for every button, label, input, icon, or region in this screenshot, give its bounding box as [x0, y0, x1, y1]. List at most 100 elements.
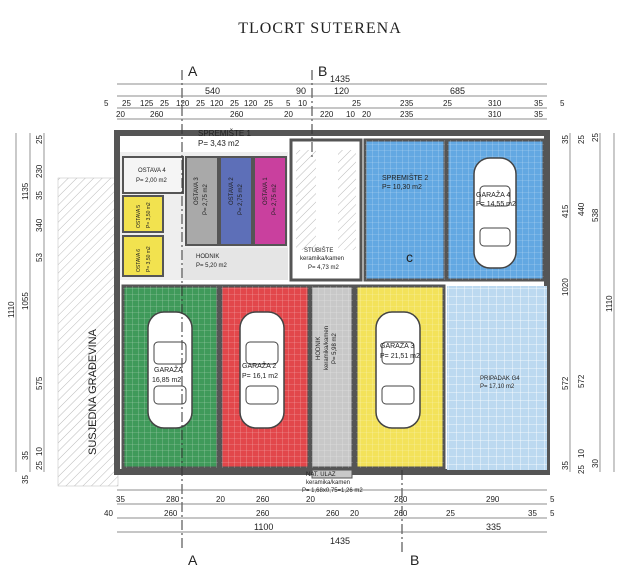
- hodnik-1: [183, 248, 288, 280]
- svg-text:10: 10: [298, 99, 307, 108]
- spremiste-2-area: P= 10,30 m2: [382, 184, 422, 191]
- spremiste-1-name: SPREMIŠTE 1: [198, 129, 251, 138]
- garaza-3-name: GARAŽA 3: [380, 341, 414, 350]
- hodnik-1-area: P= 5,20 m2: [196, 263, 228, 269]
- dim-right-outer: 25 440 572 10 25: [577, 135, 586, 474]
- svg-text:280: 280: [394, 495, 408, 504]
- dim-top-90: 90: [296, 86, 306, 96]
- svg-text:120: 120: [210, 99, 224, 108]
- svg-text:260: 260: [256, 495, 270, 504]
- pripadak-name: PRIPADAK G4: [480, 376, 520, 382]
- dim-top-685: 685: [450, 86, 465, 96]
- car-icon-garaza-1: [147, 311, 193, 429]
- spremiste-1-area: P= 3,43 m2: [198, 139, 240, 148]
- svg-text:25: 25: [577, 465, 586, 474]
- svg-text:575: 575: [35, 376, 44, 390]
- marker-c: c: [406, 249, 413, 265]
- garaza-2-area: P= 16,1 m2: [242, 373, 278, 380]
- hodnik-2-name: HODNIK: [316, 337, 322, 360]
- svg-text:20: 20: [116, 110, 125, 119]
- ostava-2-area: P= 2,75 m2: [238, 183, 244, 215]
- dim-top-overall: 1435: [330, 74, 350, 84]
- neighbor-label: SUSJEDNA GRAĐEVINA: [87, 328, 99, 455]
- section-mark-a-top: A: [188, 63, 198, 79]
- svg-text:120: 120: [244, 99, 258, 108]
- ostava-3: [185, 156, 219, 246]
- svg-text:572: 572: [561, 376, 570, 390]
- svg-text:230: 230: [35, 164, 44, 178]
- dim-left-mid-1135: 1135: [21, 182, 30, 200]
- svg-text:25: 25: [577, 135, 586, 144]
- svg-text:20: 20: [306, 495, 315, 504]
- svg-text:10: 10: [577, 449, 586, 458]
- stair-run: [296, 150, 316, 250]
- svg-text:440: 440: [577, 202, 586, 216]
- stubiste-finish: keramika/kamen: [300, 256, 344, 262]
- car-icon-garaza-3: [375, 311, 421, 429]
- svg-text:220: 220: [320, 110, 334, 119]
- ostava-3-name: OSTAVA 3: [194, 177, 200, 205]
- dim-top-row3: 20 260 260 20 220 10 20 235 310 35: [116, 110, 543, 119]
- svg-text:260: 260: [230, 110, 244, 119]
- svg-text:25: 25: [160, 99, 169, 108]
- ostava-4-area: P= 2,00 m2: [136, 178, 168, 184]
- dim-right-small-25: 25: [591, 133, 600, 142]
- svg-text:415: 415: [561, 204, 570, 218]
- garaza-1-name: GARAŽA: [154, 365, 183, 374]
- ostava-2-name: OSTAVA 2: [229, 177, 235, 205]
- car-icon-garaza-2: [239, 311, 285, 429]
- svg-text:35: 35: [534, 99, 543, 108]
- dimension-lines: [15, 83, 615, 533]
- garaza-2-name: GARAŽA 2: [242, 361, 276, 370]
- svg-text:260: 260: [150, 110, 164, 119]
- svg-text:125: 125: [140, 99, 154, 108]
- dim-left-outer: 1110: [7, 301, 16, 318]
- svg-text:260: 260: [394, 509, 408, 518]
- hodnik-2-grid: [311, 286, 353, 468]
- svg-text:40: 40: [104, 509, 113, 518]
- dim-bottom-1100: 1100: [254, 522, 273, 532]
- svg-text:35: 35: [21, 451, 30, 460]
- hodnik-2-finish: keramika/kamen: [324, 326, 330, 370]
- ulaz-finish: keramika/kamen: [306, 480, 350, 486]
- dim-right-inner: 35 415 1020 572 35: [561, 135, 570, 470]
- stubiste-area: P= 4,73 m2: [308, 265, 340, 271]
- section-mark-a-bottom: A: [188, 552, 198, 568]
- svg-text:1020: 1020: [561, 278, 570, 296]
- dim-bottom-overall: 1435: [330, 536, 350, 546]
- svg-text:25: 25: [443, 99, 452, 108]
- svg-text:35: 35: [534, 110, 543, 119]
- svg-text:260: 260: [326, 509, 340, 518]
- ulaz-name: NAT. ULAZ: [306, 472, 336, 478]
- svg-text:20: 20: [216, 495, 225, 504]
- dim-top-120: 120: [334, 86, 349, 96]
- dim-left-mid-1055: 1055: [21, 292, 30, 310]
- dim-right-small-30: 30: [591, 459, 600, 468]
- svg-text:20: 20: [362, 110, 371, 119]
- garaza-3-area: P= 21,51 m2: [380, 353, 420, 360]
- svg-text:10: 10: [346, 110, 355, 119]
- svg-text:260: 260: [256, 509, 270, 518]
- svg-text:25: 25: [35, 135, 44, 144]
- svg-text:35: 35: [35, 191, 44, 200]
- svg-text:5: 5: [286, 99, 291, 108]
- svg-text:25: 25: [196, 99, 205, 108]
- dim-bottom-row2: 40 260 260 260 20 260 25 35 5: [104, 509, 555, 518]
- ulaz-area: P= 1,68x0,75=1,26 m2: [302, 488, 363, 494]
- ostava-6-name: OSTAVA 6: [136, 249, 142, 272]
- car-icon-garaza-4: [473, 157, 517, 269]
- svg-text:25: 25: [264, 99, 273, 108]
- ostava-6: [122, 235, 164, 277]
- ostava-5-name: OSTAVA 5: [136, 205, 142, 228]
- garaza-4-name: GARAŽA 4: [476, 190, 510, 199]
- pripadak-area: P= 17,10 m2: [480, 384, 515, 390]
- spremiste-2-grid: [365, 140, 445, 280]
- svg-text:290: 290: [486, 495, 500, 504]
- svg-text:53: 53: [35, 253, 44, 262]
- pripadak-grid: [447, 286, 547, 470]
- hodnik-1-name: HODNIK: [196, 254, 219, 260]
- dim-right-1110: 1110: [605, 295, 614, 312]
- entrance-step: [311, 469, 353, 479]
- ostava-4: [122, 156, 184, 194]
